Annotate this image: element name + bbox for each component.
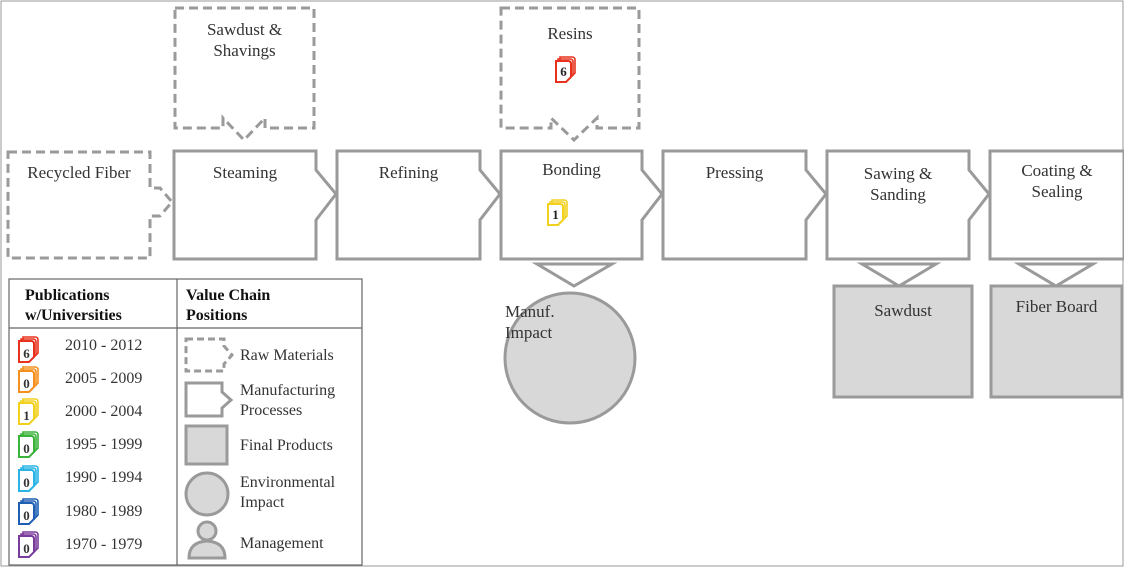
process-coating-sealing-shape	[988, 149, 1124, 261]
arrow-bonding-to-impact	[531, 262, 618, 288]
resins-publication-count: 6	[560, 64, 567, 79]
legend-management-icon	[187, 520, 227, 560]
arrow-coating-to-fiberboard	[1013, 262, 1099, 288]
process-pressing-shape	[661, 149, 828, 261]
legend-count: 6	[23, 346, 30, 361]
process-steaming-shape	[172, 149, 338, 261]
legend-period-label: 1995 - 1999	[65, 436, 143, 453]
legend-publications-header: Publications w/Universities	[25, 287, 122, 324]
legend-period-label: 2000 - 2004	[65, 403, 143, 420]
label-sawdust-product: Sawdust	[874, 301, 932, 320]
raw-material-recycled-fiber-shape	[6, 150, 174, 260]
legend-process-icon	[184, 381, 234, 418]
label-manuf-impact: Manuf. Impact	[505, 302, 555, 342]
legend-raw-material-icon	[184, 337, 235, 373]
arrow-sawing-to-sawdust	[856, 262, 942, 288]
legend-count: 1	[23, 408, 30, 423]
legend-count: 0	[23, 541, 30, 556]
label-sawdust-shavings: Sawdust & Shavings	[206, 20, 283, 60]
legend-final-product-icon	[184, 424, 229, 466]
process-sawing-sanding-shape	[825, 149, 991, 261]
raw-material-sawdust-shape	[173, 6, 316, 143]
legend-raw-materials-label: Raw Materials	[240, 347, 334, 364]
label-bonding: Bonding	[542, 160, 601, 179]
label-refining: Refining	[378, 163, 439, 182]
label-resins: Resins	[547, 24, 593, 43]
legend-count: 0	[23, 475, 30, 490]
process-bonding-shape	[499, 149, 664, 261]
product-fiber-board-box	[989, 284, 1124, 399]
process-refining-shape	[335, 149, 502, 261]
label-sawing-sanding: Sawing & Sanding	[863, 164, 933, 204]
raw-material-resins-shape	[499, 6, 641, 143]
legend-count: 0	[23, 441, 30, 456]
legend-value-chain-header: Value Chain Positions	[186, 287, 271, 324]
legend-manufacturing-label: Manufacturing Processes	[240, 382, 336, 419]
legend-environmental-label: Environmental Impact	[240, 474, 336, 511]
legend-final-products-label: Final Products	[240, 437, 333, 454]
legend-period-label: 2010 - 2012	[65, 337, 143, 354]
label-pressing: Pressing	[705, 163, 764, 182]
label-recycled-fiber: Recycled Fiber	[27, 163, 131, 182]
manuf-impact-circle	[503, 291, 637, 425]
legend-environmental-icon	[184, 471, 230, 517]
legend-count: 0	[23, 508, 30, 523]
label-coating-sealing: Coating & Sealing	[1021, 161, 1093, 201]
label-steaming: Steaming	[212, 163, 278, 182]
product-sawdust-box	[832, 284, 974, 399]
legend-period-label: 1970 - 1979	[65, 536, 143, 553]
legend-period-label: 1980 - 1989	[65, 503, 143, 520]
legend-table	[8, 278, 363, 566]
legend-period-label: 2005 - 2009	[65, 370, 143, 387]
legend-management-label: Management	[240, 535, 324, 552]
legend-period-label: 1990 - 1994	[65, 469, 143, 486]
legend-count: 0	[23, 376, 30, 391]
label-fiber-board: Fiber Board	[1015, 297, 1098, 316]
bonding-publication-count: 1	[552, 207, 559, 222]
